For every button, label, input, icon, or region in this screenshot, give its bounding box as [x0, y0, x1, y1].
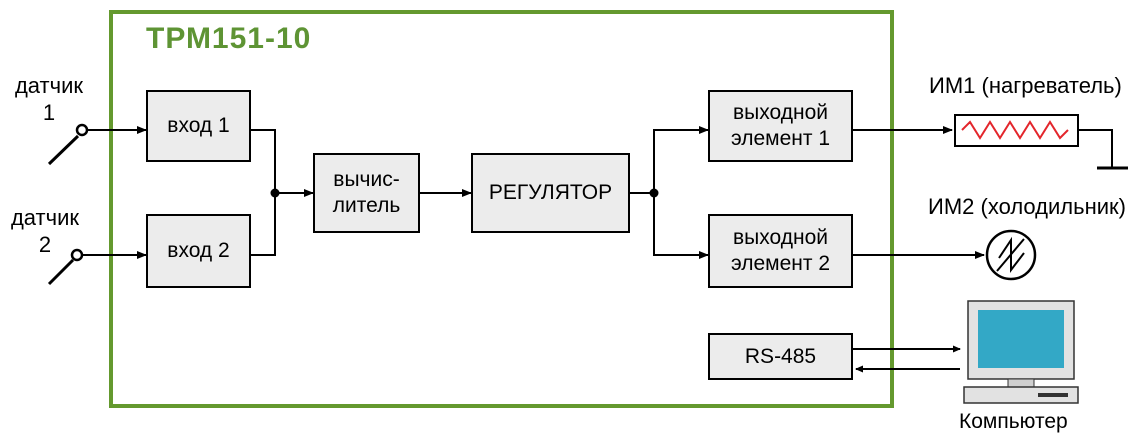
calculator-block: вычис- литель — [313, 153, 420, 233]
sensor-switch-icon — [47, 123, 89, 166]
input1-block: вход 1 — [146, 90, 251, 162]
device-title: ТРМ151-10 — [146, 22, 312, 55]
sensor1-label: датчик 1 — [14, 73, 84, 125]
output2-block: выходной элемент 2 — [708, 214, 853, 288]
output1-in-wire — [653, 126, 709, 193]
fan-icon — [985, 229, 1037, 281]
ground-icon — [1078, 129, 1128, 170]
heater-resistor-icon — [954, 114, 1079, 147]
device-frame — [109, 10, 894, 408]
computer-label: Компьютер — [959, 410, 1068, 433]
regulator-block: РЕГУЛЯТОР — [471, 153, 630, 233]
sensor2-label: датчик 2 — [10, 205, 80, 257]
actuator1-label: ИМ1 (нагреватель) — [929, 73, 1122, 98]
actuator2-label: ИМ2 (холодильник) — [928, 194, 1126, 219]
input2-block: вход 2 — [146, 214, 251, 288]
rs485-block: RS-485 — [708, 333, 853, 380]
output2-in-wire — [653, 193, 709, 259]
computer-icon — [963, 300, 1079, 404]
output1-block: выходной элемент 1 — [708, 90, 853, 162]
